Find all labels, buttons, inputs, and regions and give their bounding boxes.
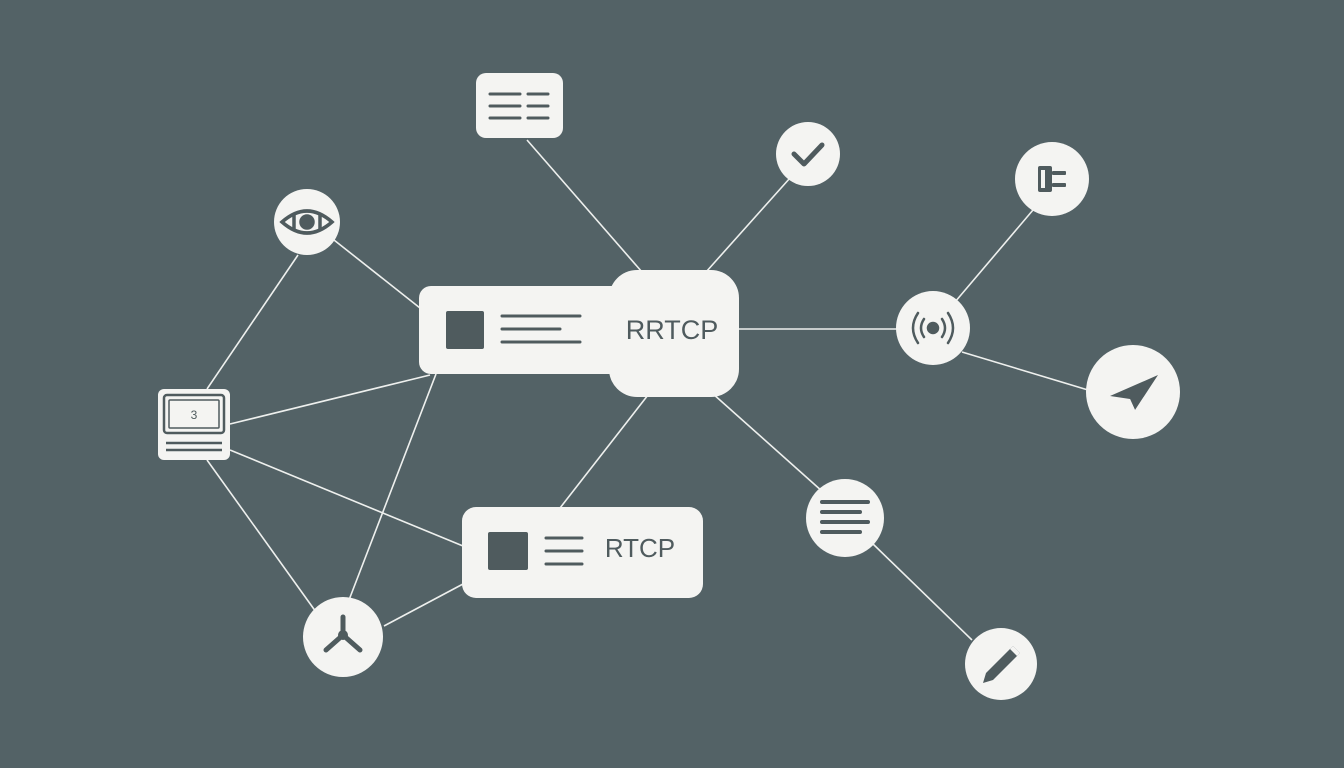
edge-rrtcp-list xyxy=(711,392,824,493)
fan-icon xyxy=(323,614,363,653)
paper-plane-node xyxy=(1086,345,1180,439)
fan-node xyxy=(303,597,383,677)
edge-rrtcp-rtcp xyxy=(559,394,649,509)
edge-document-rrtcp xyxy=(526,139,643,273)
monitor-icon xyxy=(162,393,226,452)
list-node xyxy=(806,479,884,557)
checkmark-node xyxy=(776,122,840,186)
edges xyxy=(206,139,1089,641)
rtcp-node: RTCP xyxy=(462,507,703,598)
edge-check-rrtcp xyxy=(705,177,791,273)
rrtcp-node: RRTCP xyxy=(419,270,739,397)
edge-fan-rtcp xyxy=(383,583,464,627)
broadcast-icon xyxy=(911,311,955,345)
edge-eye-panel xyxy=(333,239,421,309)
pencil-node xyxy=(965,628,1037,700)
edge-plug-broadcast xyxy=(954,209,1034,303)
edge-eye-monitor xyxy=(206,254,299,390)
lines-icon xyxy=(544,536,584,566)
edge-monitor-panel xyxy=(229,374,431,425)
edge-panel-fan xyxy=(348,373,437,601)
checkmark-icon xyxy=(791,142,825,167)
edge-monitor-fan xyxy=(206,459,317,613)
document-node xyxy=(476,73,563,138)
eye-icon xyxy=(279,209,335,235)
eye-node xyxy=(274,189,340,255)
plug-node xyxy=(1015,142,1089,216)
lines-icon xyxy=(500,314,582,344)
rrtcp-pill xyxy=(609,270,739,397)
square-icon xyxy=(446,311,484,349)
broadcast-node xyxy=(896,291,970,365)
rtcp-label: RTCP xyxy=(605,533,675,563)
plug-icon xyxy=(1038,166,1066,192)
square-icon xyxy=(488,532,528,570)
rrtcp-label: RRTCP xyxy=(626,315,719,345)
edge-monitor-rtcp xyxy=(229,449,464,547)
paper-plane-icon xyxy=(1110,375,1158,410)
edge-list-pencil xyxy=(871,542,973,641)
document-icon xyxy=(488,92,550,120)
monitor-label: 3 xyxy=(191,408,198,422)
monitor-node: 3 xyxy=(158,389,230,460)
pencil-icon xyxy=(983,646,1020,683)
list-icon xyxy=(820,500,870,534)
edge-broadcast-plane xyxy=(961,351,1089,391)
